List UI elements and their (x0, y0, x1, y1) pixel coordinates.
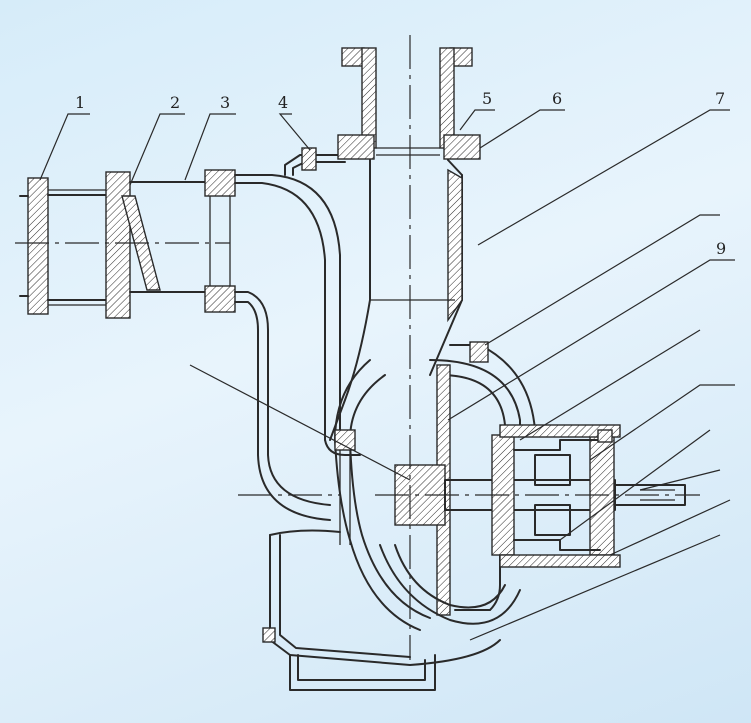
callout-7: 7 (715, 89, 725, 108)
pump-casing (262, 147, 501, 691)
callout-6: 6 (552, 89, 562, 108)
callout-5: 5 (482, 89, 492, 108)
callout-4: 4 (278, 93, 288, 112)
inlet-elbow-pipe (204, 169, 361, 521)
inlet-flange (19, 177, 109, 315)
discharge-pipe (329, 47, 481, 441)
check-valve (105, 171, 211, 319)
callouts: 1 2 3 4 5 6 7 9 (75, 89, 726, 258)
callout-1: 1 (75, 93, 85, 112)
volute-impeller (334, 341, 536, 631)
callout-3: 3 (220, 93, 230, 112)
callout-9: 9 (716, 239, 726, 258)
centerlines (15, 35, 700, 660)
leader-lines (39, 109, 735, 641)
callout-2: 2 (170, 93, 180, 112)
